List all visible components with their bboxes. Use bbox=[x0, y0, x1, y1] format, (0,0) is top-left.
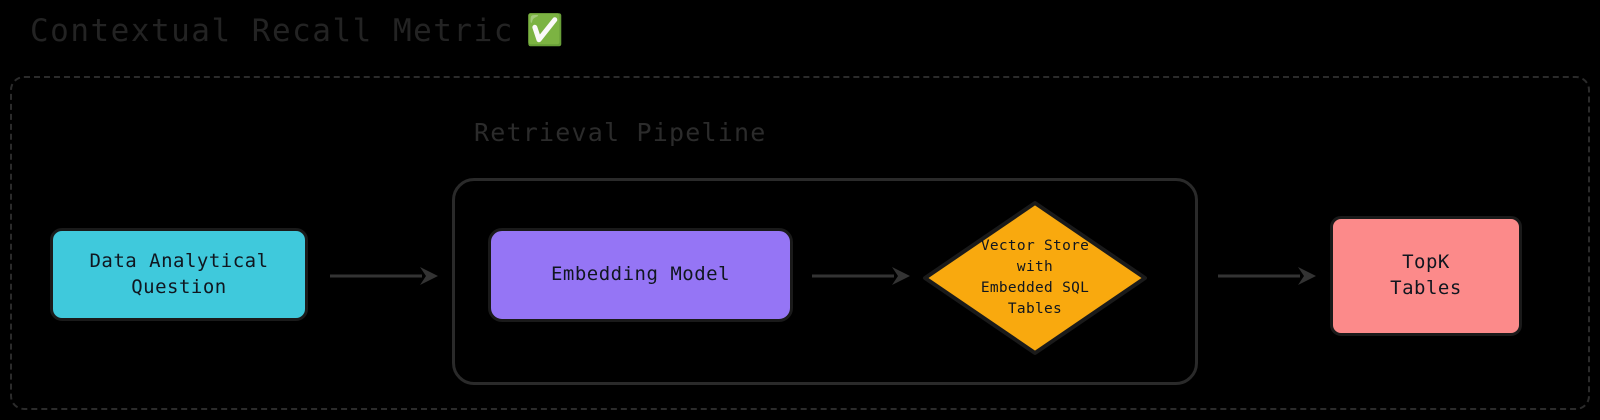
node-embedding-model[interactable]: Embedding Model bbox=[488, 228, 793, 322]
diamond-shape bbox=[923, 201, 1147, 355]
page-title: Contextual Recall Metric ✅ bbox=[30, 8, 563, 54]
node-data-analytical-question[interactable]: Data Analytical Question bbox=[50, 228, 308, 321]
page-title-text: Contextual Recall Metric bbox=[30, 13, 514, 49]
edge-embedding-to-vector-store bbox=[812, 264, 910, 288]
retrieval-pipeline-label: Retrieval Pipeline bbox=[474, 118, 767, 147]
white-check-mark-emoji: ✅ bbox=[525, 13, 564, 48]
outer-dashed-frame bbox=[10, 76, 1590, 410]
retrieval-pipeline-container bbox=[452, 178, 1198, 385]
node-label: Embedding Model bbox=[550, 263, 731, 286]
edge-question-to-embedding bbox=[330, 264, 438, 288]
node-label: Data Analytical Question bbox=[89, 249, 269, 298]
node-label: Vector Store with Embedded SQL Tables bbox=[980, 237, 1090, 318]
edge-vector-store-to-topk bbox=[1218, 264, 1316, 288]
node-topk-tables[interactable]: TopK Tables bbox=[1330, 216, 1522, 336]
node-vector-store[interactable]: Vector Store with Embedded SQL Tables bbox=[922, 200, 1148, 356]
node-label: TopK Tables bbox=[1390, 251, 1462, 299]
